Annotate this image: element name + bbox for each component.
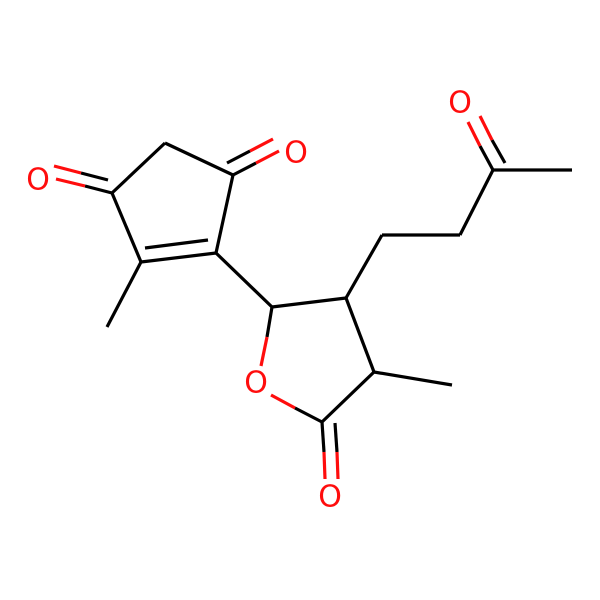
- bond-lactone-co-c-half-a: [320, 421, 326, 453]
- bond-ketone-right-o-half-b: [249, 137, 274, 153]
- ring-ketone-right: O: [226, 136, 308, 177]
- bond-c4-c3: [344, 297, 376, 373]
- bond-o-c2-c-half: [294, 406, 323, 424]
- bond-ketone-left-c-half-b: [80, 171, 109, 182]
- bond-c5-c4: [271, 296, 347, 309]
- bond-ketone-left-c-half-a: [84, 184, 113, 195]
- bond-c4-ch2-a: [344, 234, 384, 299]
- cyclopentenedione-ring: [105, 141, 235, 328]
- bond-ketone-right-c-half-b: [226, 149, 251, 165]
- bond-o-c2-o-half: [270, 393, 296, 410]
- bond-c-carbonyl-right-c-sub: [214, 174, 235, 254]
- bond-ring-to-lactone: [214, 251, 274, 309]
- bond-side-co-o-half-a: [466, 121, 482, 147]
- bond-ketone-left-o-half-b: [53, 164, 82, 175]
- bond-c5-o-o-half: [259, 336, 269, 367]
- bond-c-methyl-c-sub-double-b: [144, 238, 209, 250]
- bond-ketone-right-o-half-a: [255, 149, 280, 165]
- atom-o-ring-ketone-right: O: [284, 136, 308, 171]
- bond-ketone-left-o-half-a: [55, 177, 86, 188]
- bond-ring-methyl: [105, 261, 143, 328]
- atom-o-lactone-ring: O: [244, 366, 268, 401]
- bond-side-co-c-half-b: [490, 139, 507, 164]
- atom-o-side-chain-ketone: O: [448, 86, 472, 121]
- bond-lactone-co-c-half-b: [333, 422, 339, 453]
- bond-ch2-b-c-keto: [458, 169, 495, 236]
- bond-c-carbonyl-left-c-methyl: [110, 192, 143, 263]
- bond-ketone-right-c-half-a: [232, 161, 257, 177]
- lactone-carbonyl: O: [318, 421, 342, 515]
- atom-o-ring-ketone-left: O: [26, 163, 50, 198]
- ring-ketone-left: O: [26, 163, 113, 198]
- bond-c3-methyl: [373, 370, 453, 387]
- bond-ch2-c-carbonyl-right: [164, 141, 234, 177]
- bond-lactone-co-o-half-b: [335, 451, 340, 480]
- lactone-ring: O: [244, 296, 453, 424]
- bond-side-co-o-half-b: [478, 115, 494, 141]
- side-chain: O: [344, 86, 572, 299]
- bond-lactone-co-o-half-a: [322, 451, 327, 480]
- atom-o-lactone-carbonyl: O: [318, 480, 342, 515]
- bond-c5-o-c-half: [265, 306, 274, 338]
- bond-side-co-c-half-a: [478, 145, 495, 171]
- bond-ch2-c-carbonyl-left: [110, 141, 167, 195]
- bond-c-methyl-c-sub-double-a: [140, 251, 217, 264]
- bond-c3-c2: [320, 370, 376, 424]
